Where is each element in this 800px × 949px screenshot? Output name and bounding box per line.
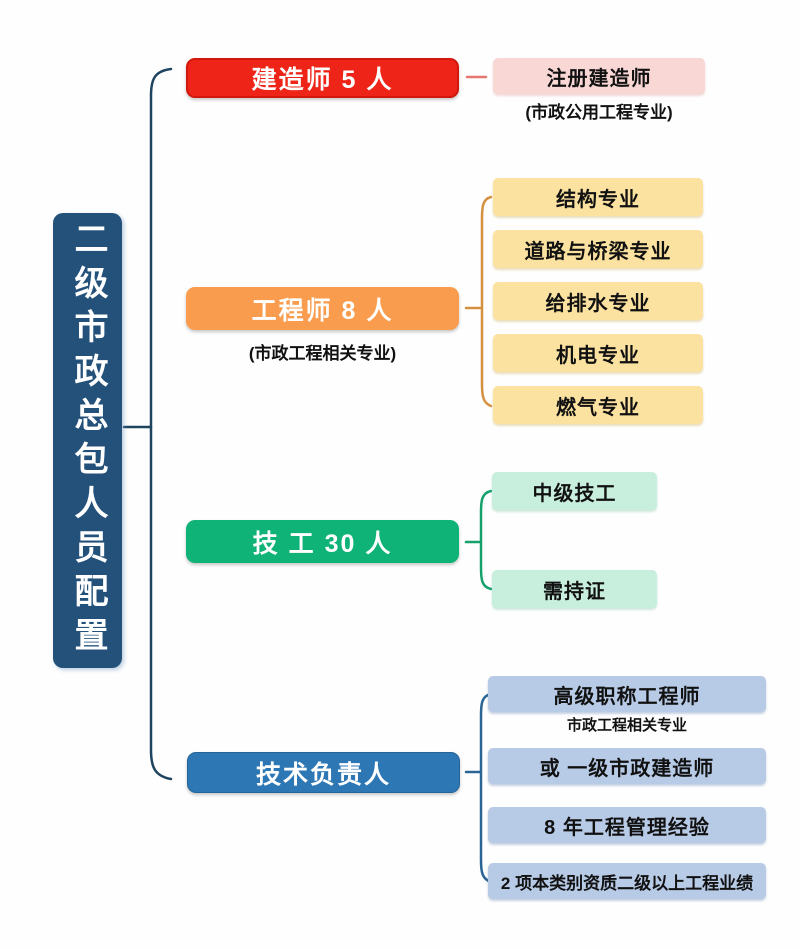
- engineer-brace: [464, 195, 493, 408]
- note-engineer-major: (市政工程相关专业): [248, 344, 397, 363]
- technician-brace: [464, 489, 493, 591]
- leaf-road-bridge-major-label: 道路与桥梁专业: [524, 240, 672, 263]
- leaf-management-experience-label: 8 年工程管理经验: [544, 816, 710, 839]
- leaf-senior-title-engineer-label: 高级职称工程师: [553, 685, 701, 708]
- leaf-gas-major-label: 燃气专业: [556, 396, 640, 419]
- leaf-intermediate-technician-label: 中级技工: [532, 482, 617, 505]
- leaf-water-supply-major: 给排水专业: [493, 282, 703, 320]
- leaf-project-track-record: 2 项本类别资质二级以上工程业绩: [488, 863, 766, 899]
- node-constructor: 建造师 5 人: [186, 58, 459, 98]
- leaf-registered-constructor-label: 注册建造师: [546, 67, 652, 90]
- root-node-label: 二级市政总包人员配置: [69, 220, 107, 661]
- node-tech-director-label: 技术负责人: [255, 760, 391, 789]
- node-engineer: 工程师 8 人: [186, 287, 459, 330]
- root-brace: [122, 67, 173, 781]
- leaf-structure-major-label: 结构专业: [556, 188, 640, 211]
- leaf-registered-constructor: 注册建造师: [493, 58, 705, 94]
- leaf-first-class-constructor: 或 一级市政建造师: [488, 748, 766, 784]
- leaf-certified-required: 需持证: [492, 570, 657, 608]
- leaf-mechatronics-major: 机电专业: [493, 334, 703, 372]
- leaf-management-experience: 8 年工程管理经验: [488, 807, 766, 843]
- node-engineer-label: 工程师 8 人: [251, 296, 394, 325]
- node-constructor-label: 建造师 5 人: [251, 66, 394, 94]
- leaf-project-track-record-label: 2 项本类别资质二级以上工程业绩: [500, 873, 754, 893]
- leaf-certified-required-label: 需持证: [543, 580, 606, 603]
- leaf-water-supply-major-label: 给排水专业: [545, 292, 651, 315]
- note-director-major: 市政工程相关专业: [566, 717, 687, 734]
- leaf-mechatronics-major-label: 机电专业: [556, 344, 640, 367]
- leaf-senior-title-engineer: 高级职称工程师: [488, 676, 766, 712]
- root-node: 二级市政总包人员配置: [53, 213, 122, 668]
- node-technician-label: 技 工 30 人: [252, 529, 393, 558]
- leaf-intermediate-technician: 中级技工: [492, 472, 657, 510]
- node-tech-director: 技术负责人: [187, 752, 460, 793]
- leaf-road-bridge-major: 道路与桥梁专业: [493, 230, 703, 268]
- node-technician: 技 工 30 人: [186, 520, 459, 563]
- leaf-structure-major: 结构专业: [493, 178, 703, 216]
- leaf-gas-major: 燃气专业: [493, 386, 703, 424]
- note-constructor-major: (市政公用工程专业): [525, 103, 673, 122]
- leaf-first-class-constructor-label: 或 一级市政建造师: [539, 757, 715, 780]
